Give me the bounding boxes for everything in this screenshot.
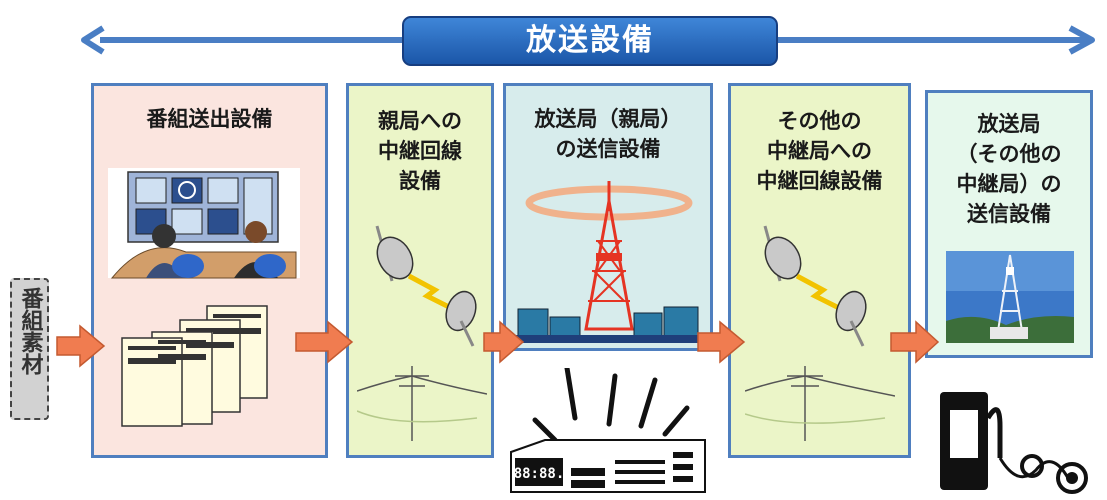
portable-radio-illustration: [940, 392, 1088, 494]
flow-arrow: [295, 320, 354, 364]
program-material-label: 番組素材: [17, 287, 43, 375]
stage-title: その他の 中継局への 中継回線設備: [756, 109, 883, 193]
flow-arrow: [56, 324, 106, 368]
stage-title: 親局への 中継回線 設備: [378, 109, 462, 193]
microwave-link-illustration: [357, 225, 487, 441]
receiver-display: 88:88.: [514, 466, 565, 482]
control-room-illustration: [108, 168, 300, 279]
stage-title: 番組送出設備: [146, 107, 273, 131]
flow-arrow: [890, 320, 940, 364]
tower-illustration: [516, 181, 702, 343]
stage-link-to-relays: その他の 中継局への 中継回線設備: [728, 83, 911, 458]
radio-receiver-illustration: 88:88.: [510, 368, 706, 493]
program-material-box: 番組素材: [10, 278, 49, 420]
stage-program-output: 番組送出設備: [91, 83, 328, 458]
stage-title: 放送局 （その他の 中継局）の 送信設備: [956, 112, 1062, 226]
stage-title: 放送局（親局） の送信設備: [534, 107, 682, 161]
flow-arrow: [483, 320, 525, 364]
relay-tower-photo: [946, 251, 1074, 343]
stage-link-to-master: 親局への 中継回線 設備: [346, 83, 494, 458]
server-racks-illustration: [121, 305, 268, 427]
stage-master-transmitter: 放送局（親局） の送信設備: [503, 83, 713, 351]
relay-link-illustration: [745, 225, 895, 441]
flow-arrow: [697, 320, 746, 364]
stage-relay-transmitter: 放送局 （その他の 中継局）の 送信設備: [925, 90, 1093, 358]
broadcast-equipment-banner: 放送設備: [402, 16, 778, 66]
